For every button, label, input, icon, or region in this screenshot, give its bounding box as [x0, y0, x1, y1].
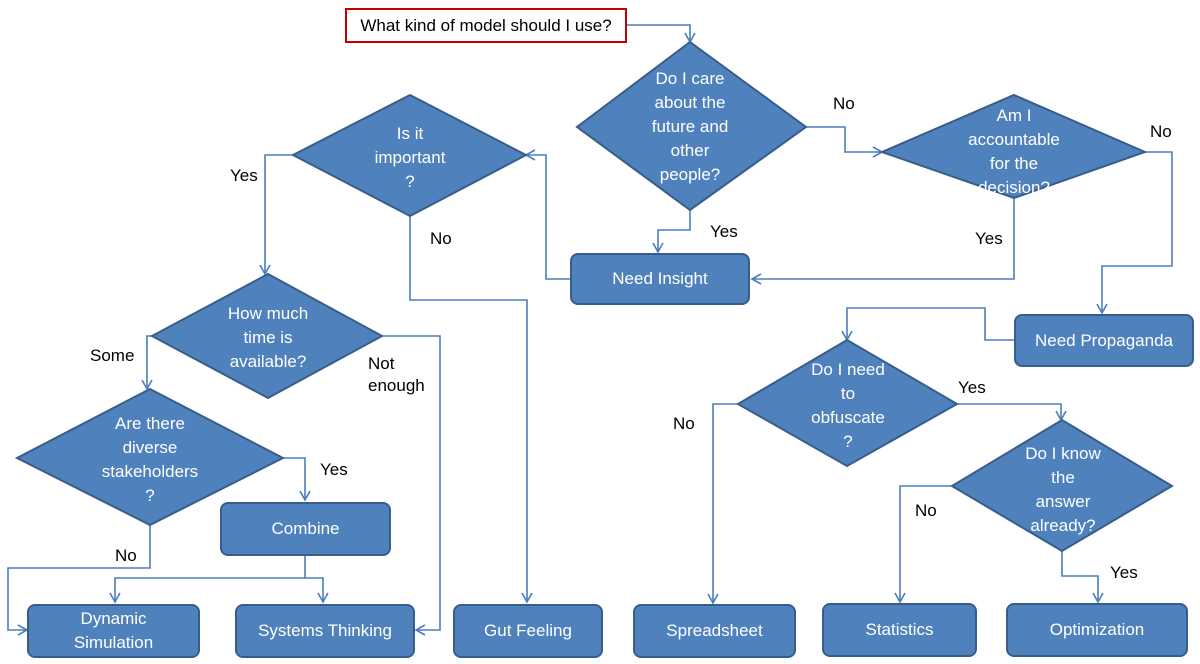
edge-know-yes [1061, 551, 1104, 604]
label-stakeholders-yes: Yes [320, 460, 348, 479]
label-important-yes: Yes [230, 166, 258, 185]
label-obfuscate-yes: Yes [958, 378, 986, 397]
label-accountable-yes: Yes [975, 229, 1003, 248]
flowchart-title: What kind of model should I use? [345, 8, 627, 43]
edge-obfuscate-no [707, 403, 738, 605]
label-accountable-no: No [1150, 122, 1172, 141]
decision-accountable-shape [879, 93, 1148, 200]
label-know-no: No [915, 501, 937, 520]
edge-accountable-yes [750, 198, 1015, 285]
decision-important: Is it important ? [374, 124, 446, 191]
box-combine: Combine [220, 502, 391, 556]
edge-propaganda-to-obfuscate [841, 307, 1014, 342]
edge-combine-to-dynamic [109, 556, 306, 604]
box-statistics: Statistics [822, 603, 977, 657]
label-stakeholders-no: No [115, 546, 137, 565]
label-know-yes: Yes [1110, 563, 1138, 582]
edge-time-not-enough [382, 335, 441, 636]
decision-care-shape [575, 40, 808, 212]
edge-title-to-care [627, 24, 696, 44]
decision-accountable: Am I accountable for the decision? [968, 106, 1060, 197]
label-time-not-enough: Not enough [368, 354, 425, 395]
label-obfuscate-no: No [673, 414, 695, 433]
edge-accountable-no [1096, 151, 1173, 315]
box-optimization: Optimization [1006, 603, 1188, 657]
edge-insight-to-important [524, 149, 570, 280]
edge-obfuscate-yes [957, 403, 1067, 422]
decision-know-shape [950, 418, 1174, 553]
label-important-no: No [430, 229, 452, 248]
label-care-no: No [833, 94, 855, 113]
label-care-yes: Yes [710, 222, 738, 241]
box-need-insight: Need Insight [570, 253, 750, 305]
edge-important-yes [259, 154, 293, 276]
edge-care-no [806, 126, 884, 158]
decision-know-answer: Do I know the answer already? [1025, 444, 1101, 535]
decision-time: How much time is available? [227, 304, 309, 371]
box-gut-feeling: Gut Feeling [453, 604, 603, 658]
edge-know-no [894, 485, 952, 604]
edge-care-yes [652, 210, 691, 254]
edge-stakeholders-yes [283, 457, 311, 502]
decision-time-shape [149, 272, 385, 400]
decision-obfuscate-shape [736, 338, 960, 468]
box-spreadsheet: Spreadsheet [633, 604, 796, 658]
box-dynamic-simulation: Dynamic Simulation [27, 604, 200, 658]
box-systems-thinking: Systems Thinking [235, 604, 415, 658]
box-need-propaganda: Need Propaganda [1014, 314, 1194, 367]
edge-combine-to-systems [305, 577, 329, 604]
edge-time-some [141, 335, 153, 391]
decision-stakeholders-shape [14, 387, 286, 527]
decision-important-shape [290, 93, 529, 218]
edge-stakeholders-no [7, 525, 151, 636]
decision-stakeholders: Are there diverse stakeholders ? [101, 414, 199, 505]
label-time-some: Some [90, 346, 135, 365]
decision-obfuscate: Do I need to obfuscate ? [811, 360, 885, 451]
edge-important-no [409, 216, 533, 604]
decision-care: Do I care about the future and other peo… [651, 69, 729, 184]
